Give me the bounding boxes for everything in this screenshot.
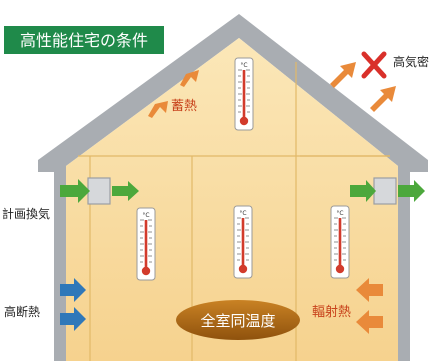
ventilation-arrows — [60, 179, 425, 203]
orange-arrow-icon — [330, 62, 356, 88]
orange-arrow-icon — [370, 86, 396, 112]
title-banner — [4, 26, 164, 54]
vent-unit-right — [373, 177, 397, 205]
ventilation-label: 計画換気 — [2, 206, 50, 221]
airtight-label: 高気密 — [393, 54, 429, 69]
radiant-heat-arrows — [356, 278, 383, 334]
thermometer-unit-label: °C — [240, 62, 247, 69]
blue-arrow-icon — [60, 278, 86, 302]
roof-frame — [38, 14, 428, 361]
uniform-temperature-label: 全室同温度 — [200, 312, 275, 330]
page-title: 高性能住宅の条件 — [20, 31, 148, 50]
stored-heat-label: 蓄熱 — [171, 99, 197, 114]
orange-arrow-icon — [356, 278, 383, 302]
orange-arrow-icon — [180, 70, 199, 87]
insulation-arrows — [60, 278, 86, 331]
green-arrow-icon — [112, 181, 139, 201]
green-arrow-icon — [60, 179, 90, 203]
uniform-temperature-badge — [176, 300, 300, 340]
thermometer-unit-label: °C — [142, 212, 149, 219]
insulation-label: 高断熱 — [4, 304, 40, 319]
green-arrow-icon — [350, 180, 376, 202]
green-arrow-icon — [398, 180, 425, 202]
vent-unit-left — [87, 177, 111, 205]
stored-heat-arrows — [148, 70, 199, 118]
airtight-symbol — [330, 51, 396, 112]
blue-arrow-icon — [60, 307, 86, 331]
thermometer-unit-label: °C — [336, 210, 343, 217]
thermometer-unit-label: °C — [239, 210, 246, 217]
orange-arrow-icon — [148, 101, 168, 118]
close-icon — [361, 51, 387, 79]
radiant-heat-label: 輻射熱 — [312, 304, 351, 320]
orange-arrow-icon — [356, 310, 383, 334]
